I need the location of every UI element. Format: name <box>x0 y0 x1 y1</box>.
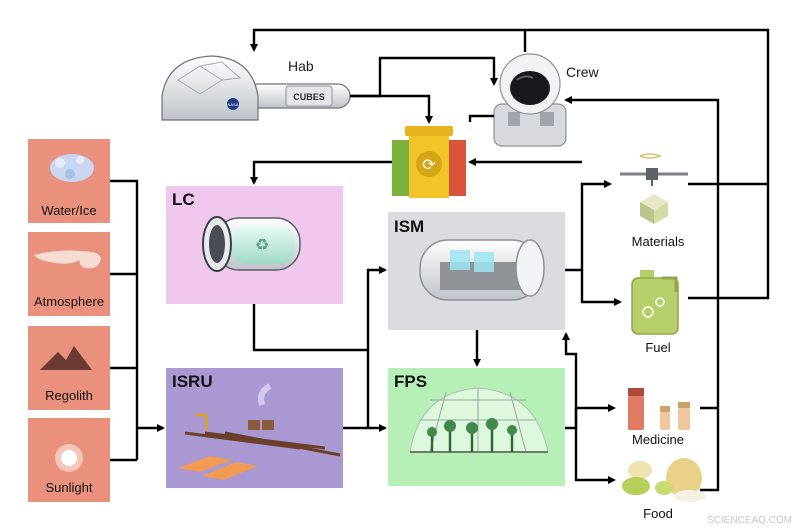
regolith-label: Regolith <box>45 388 93 403</box>
food-label: Food <box>643 506 673 521</box>
arrow-fps-to-ism <box>562 332 578 428</box>
crew-node: Crew <box>493 53 600 147</box>
sunlight-label: Sunlight <box>46 480 93 495</box>
greenhouse-dome-icon <box>409 387 549 453</box>
arrow-hab-to-recycling <box>350 94 433 124</box>
crew-label: Crew <box>566 64 600 80</box>
module-lc: LC ♻ <box>166 186 343 304</box>
ism-label: ISM <box>394 217 424 236</box>
resource-sunlight: Sunlight <box>28 418 110 502</box>
module-fps: FPS <box>388 368 565 486</box>
hab-node: CUBES NASA Hab <box>161 55 351 121</box>
atmosphere-label: Atmosphere <box>34 294 104 309</box>
arrow-fuel-return <box>688 184 770 300</box>
arrow-fps-to-food <box>574 428 616 484</box>
medicine-label: Medicine <box>632 432 684 447</box>
recycling-bins-icon: ⟳ <box>392 126 466 198</box>
printer-icon <box>620 153 688 224</box>
resource-atmosphere: Atmosphere <box>28 232 110 316</box>
output-food: Food <box>622 458 706 521</box>
module-ism: ISM <box>388 212 565 330</box>
fuel-can-icon <box>631 270 679 335</box>
flow-arrows <box>110 28 770 492</box>
astronaut-icon <box>493 53 567 147</box>
arrow-crew-to-recycling <box>468 114 494 122</box>
isru-label: ISRU <box>172 372 213 391</box>
watermark: SCIENCEAQ.COM <box>707 515 792 526</box>
arrow-fps-to-medicine <box>565 404 616 430</box>
arrow-food-medicine-to-crew <box>564 96 720 492</box>
medicine-bottles-icon <box>628 388 690 430</box>
lc-label: LC <box>172 190 195 209</box>
arrow-lc-to-isru-line <box>252 304 368 352</box>
output-medicine: Medicine <box>628 388 690 447</box>
hab-label: Hab <box>288 58 314 74</box>
mountain-icon <box>40 346 92 370</box>
arrow-ism-to-materials <box>565 180 612 272</box>
arrow-hab-to-crew <box>350 56 498 98</box>
arrow-resources-to-isru <box>110 179 163 462</box>
module-isru: ISRU <box>166 368 343 488</box>
ice-icon <box>50 154 94 182</box>
wind-icon <box>34 250 101 269</box>
mining-icon <box>178 383 341 480</box>
resource-water-ice: Water/Ice <box>28 139 110 223</box>
ism-cylinder-icon <box>419 239 545 301</box>
lc-cylinder-icon: ♻ <box>202 216 301 272</box>
arrow-loop-to-hab <box>250 28 770 184</box>
recycle-symbol-icon: ⟳ <box>422 155 436 174</box>
fuel-label: Fuel <box>645 340 670 355</box>
output-fuel: Fuel <box>631 270 679 355</box>
materials-label: Materials <box>632 234 685 249</box>
recycle-icon: ♻ <box>255 235 269 254</box>
arrow-ism-to-fuel <box>580 270 622 306</box>
nasa-logo: NASA <box>228 102 239 107</box>
fps-label: FPS <box>394 372 427 391</box>
arrow-isru-to-ism <box>366 266 387 428</box>
resource-regolith: Regolith <box>28 326 110 410</box>
output-materials: Materials <box>620 153 688 249</box>
cubes-logo: CUBES <box>293 92 325 102</box>
sun-icon <box>55 444 83 472</box>
hab-module-icon: CUBES NASA <box>161 55 351 121</box>
water-ice-label: Water/Ice <box>41 203 96 218</box>
food-icon <box>622 458 706 502</box>
arrow-recycling-to-lc <box>250 160 392 185</box>
